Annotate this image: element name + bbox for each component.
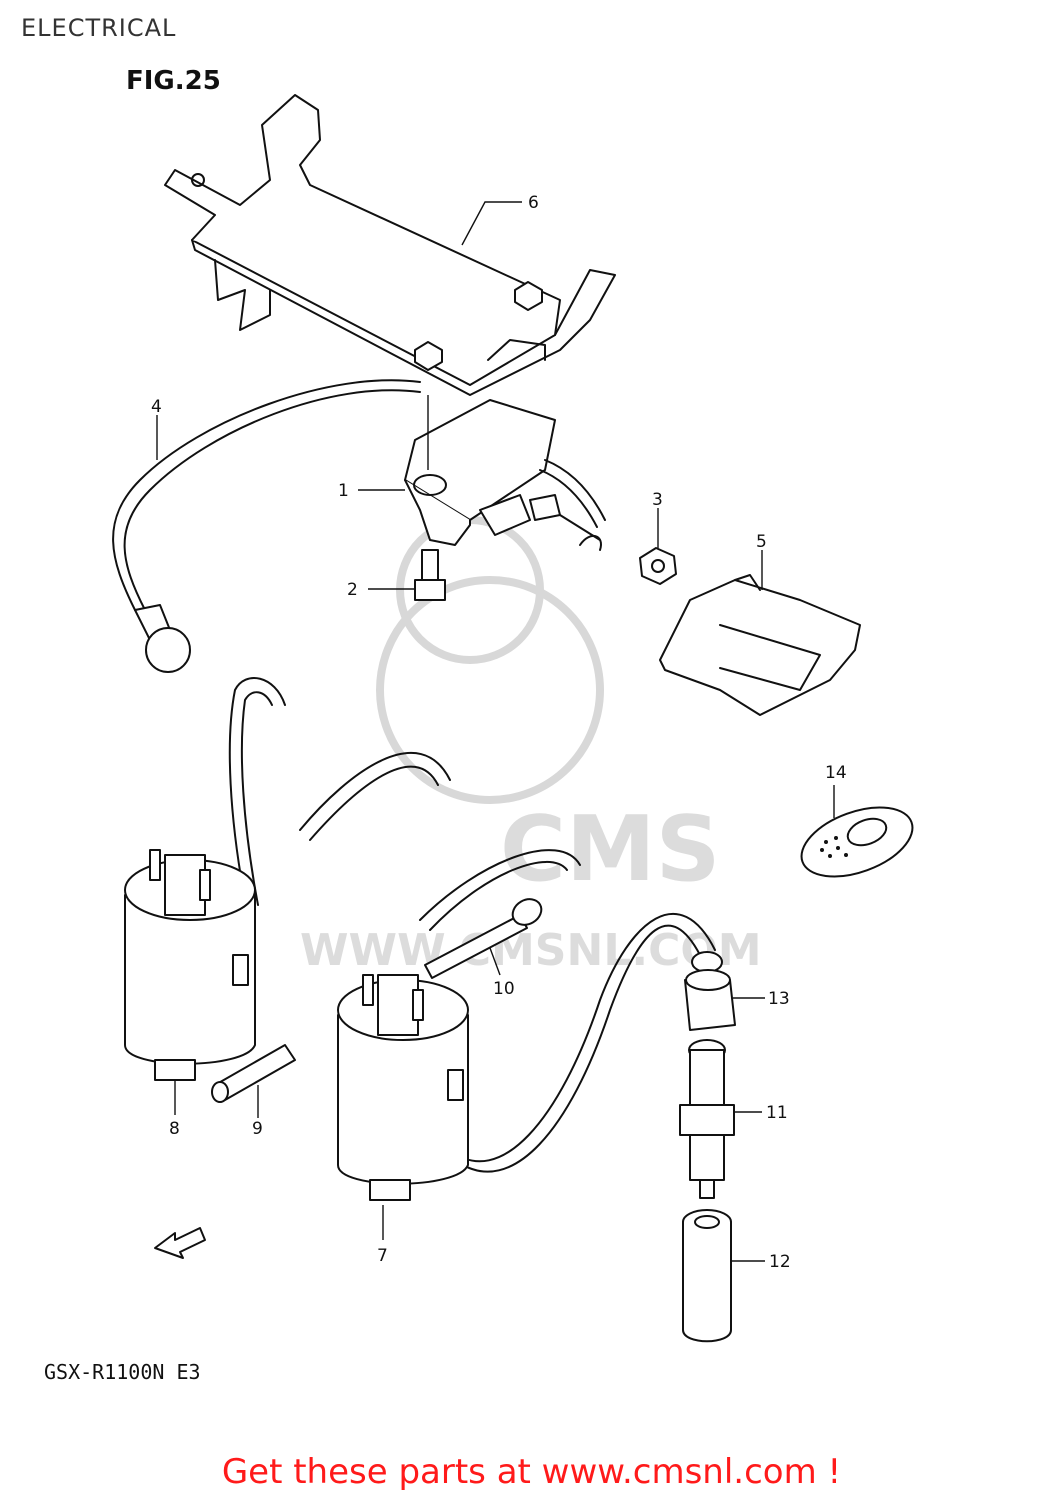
- callout-leaders: [156, 201, 835, 1262]
- figure-label: FIG.25: [126, 66, 221, 96]
- part-13-cap: [684, 951, 736, 1031]
- high-tension-leads: [228, 677, 716, 1173]
- watermark-brand: CMS: [500, 797, 720, 902]
- callout-11: 11: [766, 1103, 788, 1123]
- callout-numbers: 1 2 3 4 5 6 7 8 9 10 11 12 13 14: [151, 193, 847, 1272]
- callout-7: 7: [377, 1246, 388, 1266]
- callout-2: 2: [347, 580, 358, 600]
- forward-direction-arrow: FWD: [154, 1227, 206, 1259]
- part-6-bracket: [164, 94, 616, 396]
- part-7-coil: [337, 974, 469, 1201]
- part-4-cable: [112, 379, 421, 673]
- watermark-mascot-head: [376, 576, 604, 804]
- part-11-spark-plug: [679, 1039, 735, 1199]
- callout-13: 13: [768, 989, 790, 1009]
- exploded-parts-diagram: CMS WWW.CMSNL.COM: [112, 94, 914, 1343]
- get-parts-link[interactable]: Get these parts at www.cmsnl.com !: [221, 1452, 842, 1492]
- part-12-sleeve: [682, 1209, 732, 1343]
- callout-6: 6: [528, 193, 539, 213]
- callout-4: 4: [151, 397, 162, 417]
- part-3-nut: [639, 547, 677, 585]
- callout-1: 1: [338, 481, 349, 501]
- part-10-bolt: [424, 898, 543, 979]
- watermark-url: WWW.CMSNL.COM: [300, 925, 762, 976]
- part-14-pad: [800, 806, 914, 878]
- callout-5: 5: [756, 532, 767, 552]
- part-2-bolt: [414, 395, 446, 601]
- callout-8: 8: [169, 1119, 180, 1139]
- callout-3: 3: [652, 490, 663, 510]
- callout-12: 12: [769, 1252, 791, 1272]
- part-8-coil: [124, 849, 256, 1081]
- callout-9: 9: [252, 1119, 263, 1139]
- section-title: ELECTRICAL: [21, 14, 177, 42]
- model-code: GSX-R1100N E3: [44, 1360, 201, 1384]
- part-9-tube: [211, 1044, 296, 1103]
- callout-14: 14: [825, 763, 847, 783]
- part-1-unit: [404, 399, 606, 551]
- callout-10: 10: [493, 979, 515, 999]
- part-5-cover: [659, 574, 861, 716]
